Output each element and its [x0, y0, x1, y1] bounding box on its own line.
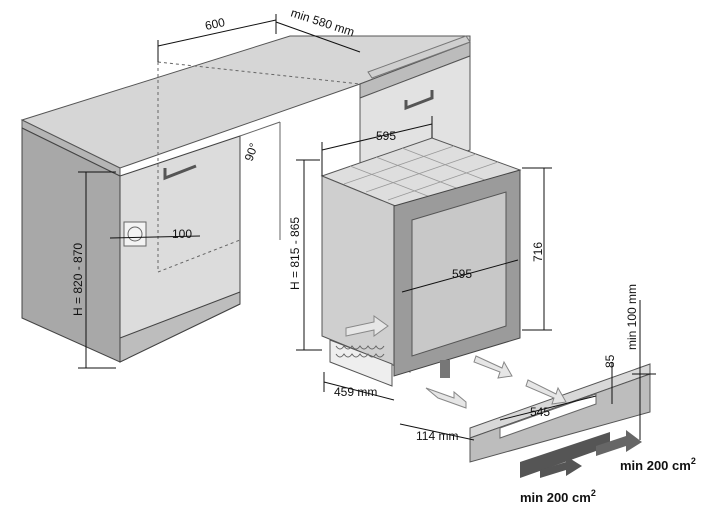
cooler-foot — [440, 360, 450, 378]
label-appliance-width-top: 595 — [376, 129, 396, 143]
right-cabinet-handle — [404, 90, 434, 111]
label-socket-offset: 100 — [172, 227, 192, 241]
label-door-width: 595 — [452, 267, 472, 281]
airflow-arrows — [345, 315, 567, 409]
air-out-arrow-2 — [525, 379, 567, 405]
label-appliance-height: 716 — [531, 242, 545, 262]
cooler-vent-grille — [329, 339, 393, 387]
dimension-lines — [78, 14, 656, 441]
label-niche-height: H = 815 - 865 — [288, 217, 302, 290]
vent-slats — [335, 345, 385, 358]
dim-line-socket — [109, 235, 201, 239]
vent-flow-arrows — [540, 430, 642, 478]
niche-dashed-outline — [157, 62, 241, 273]
plinth-vent-grille — [520, 432, 610, 478]
label-cabinet-width: 600 — [204, 15, 227, 33]
left-cabinet-plinth — [119, 291, 241, 363]
power-socket — [123, 221, 147, 247]
wine-cooler — [320, 137, 522, 387]
plinth-cutout — [499, 393, 597, 439]
label-angle: 90° — [242, 141, 261, 163]
dim-line-545 — [499, 395, 597, 421]
label-cabinet-height: H = 820 - 870 — [71, 243, 85, 316]
label-min-clearance: min 100 mm — [625, 284, 639, 350]
dim-line-595-top — [321, 123, 433, 151]
label-vent-area-right: min 200 cm2 — [620, 456, 696, 473]
dim-line-459 — [323, 381, 395, 401]
cooler-side — [321, 175, 411, 373]
air-in-arrow-upper — [345, 315, 389, 337]
air-in-arrow-lower — [425, 387, 467, 409]
niche-dashed-top — [157, 61, 361, 85]
niche-back-line — [239, 121, 281, 137]
cooler-top-grid — [343, 145, 499, 201]
plinth-front — [469, 373, 651, 463]
dim-line-595-door — [401, 259, 519, 293]
cooler-door-glass — [411, 191, 507, 357]
label-plinth-height: 85 — [603, 354, 617, 368]
label-plinth-offset: 114 mm — [416, 429, 458, 443]
kitchen-cabinets — [20, 35, 471, 363]
left-cabinet-handle — [163, 164, 197, 181]
label-vent-area-bottom: min 200 cm2 — [520, 488, 596, 505]
socket-outlet-icon — [127, 226, 143, 242]
vent-in-arrow — [540, 456, 582, 478]
dim-line-114 — [399, 423, 475, 441]
label-plinth-width: 545 — [530, 405, 550, 419]
right-drawer-strip — [367, 35, 471, 79]
dim-line-600 — [157, 19, 277, 47]
vent-out-arrow — [596, 430, 642, 456]
label-min-depth: min 580 mm — [289, 6, 356, 40]
label-appliance-depth: 459 mm — [334, 385, 377, 399]
air-out-arrow-1 — [473, 355, 513, 379]
dim-line-580 — [275, 21, 361, 53]
